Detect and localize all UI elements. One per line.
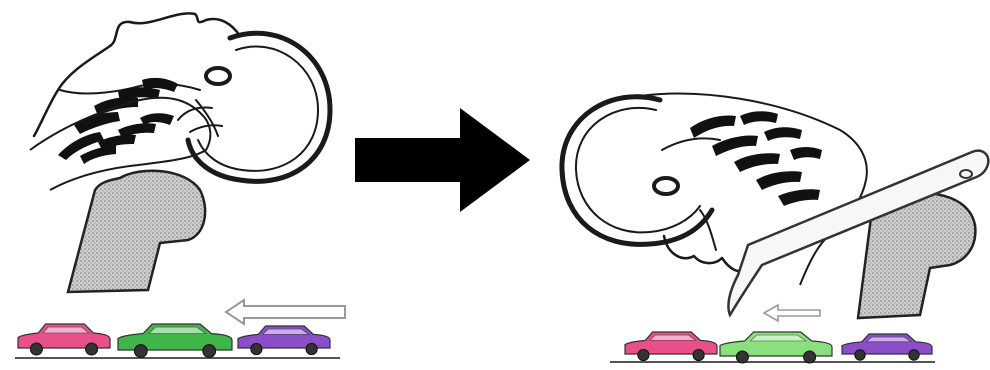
motion-arrow-left-panel bbox=[226, 300, 345, 324]
spine-right bbox=[690, 111, 822, 206]
motion-arrow-right-panel bbox=[764, 305, 820, 321]
headrest-left bbox=[68, 171, 205, 292]
head-left bbox=[34, 13, 330, 181]
car-before-green bbox=[118, 324, 232, 357]
car-row-left bbox=[18, 324, 330, 357]
car-row-right bbox=[625, 332, 932, 363]
car-before-pink bbox=[18, 324, 110, 355]
car-after-green bbox=[720, 332, 832, 363]
transition-arrow bbox=[355, 108, 530, 212]
car-after-purple bbox=[842, 334, 932, 360]
after-panel bbox=[562, 94, 988, 363]
before-panel bbox=[15, 13, 345, 358]
car-after-pink bbox=[625, 332, 717, 361]
car-before-purple bbox=[238, 326, 330, 355]
